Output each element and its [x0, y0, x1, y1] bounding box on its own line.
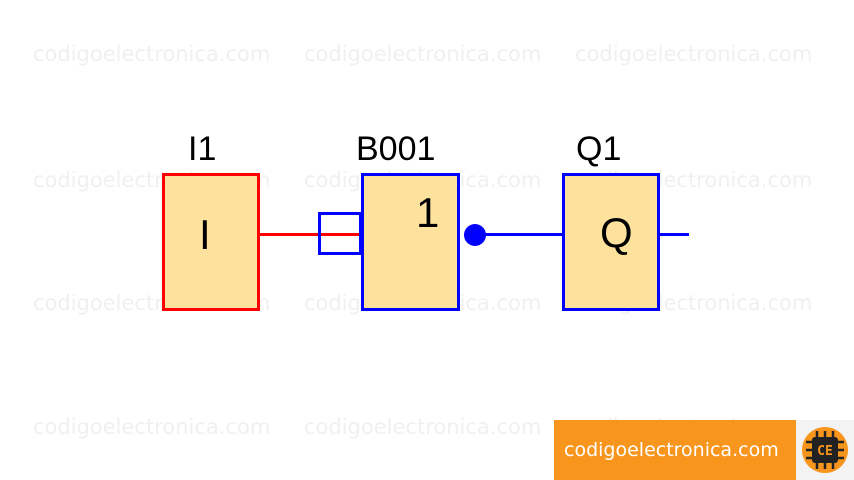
watermark-text: codigoelectronica.com [33, 42, 271, 66]
input-block-symbol: I [199, 211, 211, 258]
watermark-text: codigoelectronica.com [304, 415, 542, 439]
input-connector-box [318, 212, 362, 255]
output-block: Q [562, 173, 660, 311]
watermark-text: codigoelectronica.com [575, 42, 813, 66]
input-block-label: I1 [188, 130, 217, 168]
watermark-text: codigoelectronica.com [33, 415, 271, 439]
watermark-text: codigoelectronica.com [304, 42, 542, 66]
logo: CE [796, 420, 854, 480]
svg-text:CE: CE [817, 444, 833, 459]
input-wire [260, 233, 362, 236]
gate-block-symbol: 1 [416, 189, 440, 236]
gate-block: 1 [361, 173, 460, 311]
gate-block-label: B001 [356, 130, 436, 168]
site-banner-text: codigoelectronica.com [564, 439, 779, 461]
chip-logo-icon: CE [802, 427, 848, 473]
gate-output-wire [484, 233, 564, 236]
output-wire [660, 233, 689, 236]
output-block-symbol: Q [600, 209, 633, 256]
input-block: I [162, 173, 260, 311]
output-block-label: Q1 [576, 130, 622, 168]
site-banner[interactable]: codigoelectronica.com [554, 420, 796, 480]
negation-dot [464, 224, 486, 246]
